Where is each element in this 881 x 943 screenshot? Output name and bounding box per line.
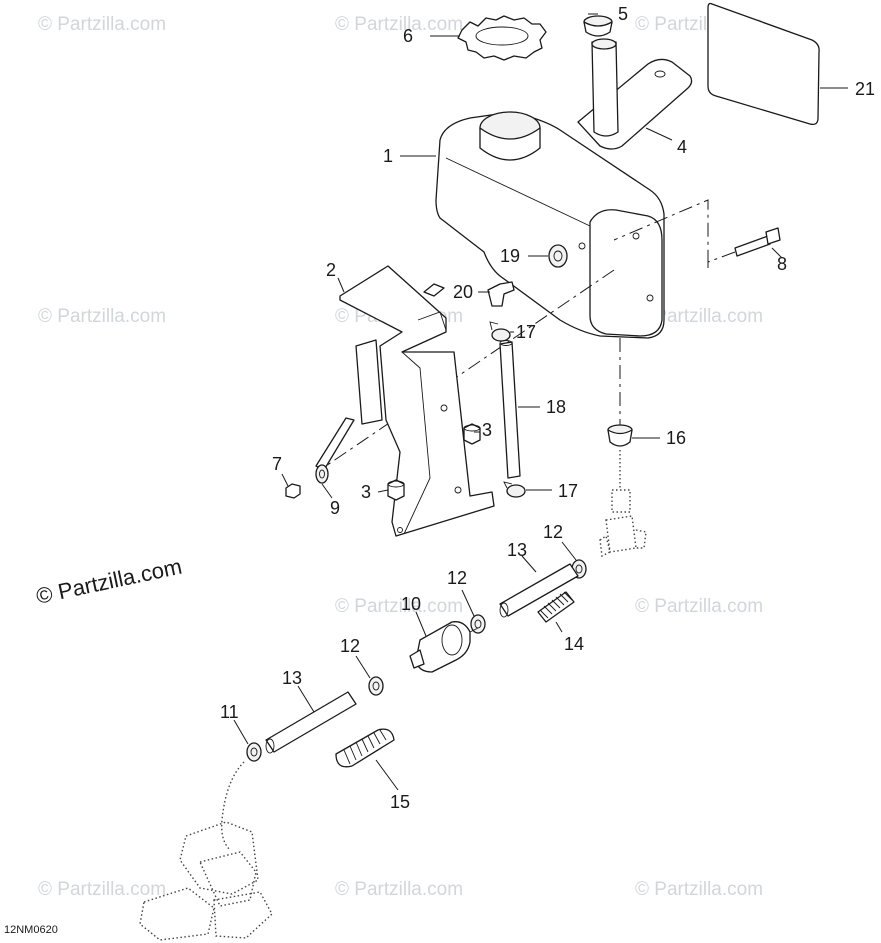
part-8-bolt[interactable] [734, 227, 781, 257]
part-3-nut[interactable] [387, 479, 405, 501]
watermark: © Partzilla.com [335, 596, 463, 617]
callout-15[interactable]: 15 [390, 792, 410, 812]
part-4-filler-neck[interactable] [577, 38, 693, 150]
part-13-hose[interactable] [265, 691, 357, 754]
part-16-grommet[interactable] [607, 424, 633, 447]
part-5-grommet[interactable] [583, 15, 613, 37]
part-3-nut[interactable] [463, 423, 481, 445]
watermark: © Partzilla.com [635, 879, 763, 900]
callout-3-upper[interactable]: 3 [482, 420, 492, 440]
callout-8[interactable]: 8 [777, 254, 787, 274]
callout-14[interactable]: 14 [564, 634, 584, 654]
callout-20[interactable]: 20 [453, 282, 473, 302]
part-13-hose[interactable] [499, 563, 579, 618]
callout-19[interactable]: 19 [500, 246, 520, 266]
part-19-grommet[interactable] [548, 244, 568, 268]
callout-18[interactable]: 18 [546, 397, 566, 417]
watermark: © Partzilla.com [635, 306, 763, 327]
part-15-spring[interactable] [335, 728, 395, 768]
watermark: © Partzilla.com [38, 14, 166, 35]
callout-11[interactable]: 11 [220, 702, 239, 722]
shutoff-valve-outline [599, 450, 647, 558]
watermark: © Partzilla.com [635, 596, 763, 617]
callout-5[interactable]: 5 [618, 4, 628, 24]
bolt-centerline [322, 199, 736, 469]
part-20-elbow[interactable] [487, 281, 515, 307]
part-18-hose[interactable] [499, 340, 521, 479]
callout-7[interactable]: 7 [272, 454, 282, 474]
part-2-bracket[interactable] [315, 265, 495, 537]
part-10-fuel-filter[interactable] [409, 621, 479, 673]
part-12-clamp[interactable] [368, 676, 384, 696]
drawing-code: 12NM0620 [4, 924, 58, 936]
watermark: © Partzilla.com [38, 306, 166, 327]
callout-2[interactable]: 2 [326, 260, 336, 280]
part-9-washer[interactable] [315, 464, 329, 484]
callout-21[interactable]: 21 [855, 79, 875, 99]
callout-12-left[interactable]: 12 [340, 636, 360, 656]
part-6-fuel-cap[interactable] [457, 15, 547, 61]
callout-16[interactable]: 16 [666, 428, 686, 448]
callout-13-upper[interactable]: 13 [507, 540, 527, 560]
callout-10[interactable]: 10 [401, 594, 421, 614]
callout-3-lower[interactable]: 3 [361, 482, 371, 502]
part-12-clamp[interactable] [470, 614, 486, 634]
callout-13-lower[interactable]: 13 [282, 668, 302, 688]
callout-9[interactable]: 9 [330, 498, 340, 518]
part-17-clamp[interactable] [489, 321, 511, 342]
part-1-fuel-tank[interactable] [435, 111, 665, 339]
callout-4[interactable]: 4 [677, 137, 687, 157]
callout-1[interactable]: 1 [383, 146, 393, 166]
callout-12-middle[interactable]: 12 [447, 568, 467, 588]
part-14-spring[interactable] [537, 591, 575, 623]
part-11-clamp[interactable] [246, 742, 262, 762]
watermark: © Partzilla.com [38, 879, 166, 900]
callout-12-right[interactable]: 12 [543, 522, 563, 542]
watermark: © Partzilla.com [335, 14, 463, 35]
part-17-clamp[interactable] [503, 481, 526, 498]
part-21-plate[interactable] [707, 2, 820, 126]
callouts: 5 6 21 4 1 8 19 2 20 17 18 3 16 7 3 17 9… [220, 4, 875, 812]
watermark: © Partzilla.com [335, 879, 463, 900]
watermark-layer: © Partzilla.com © Partzilla.com © Partzi… [38, 14, 763, 900]
part-7-nut[interactable] [285, 483, 301, 499]
callout-17-lower[interactable]: 17 [558, 481, 578, 501]
callout-17-upper[interactable]: 17 [516, 322, 536, 342]
carburetor-outline [139, 761, 273, 941]
callout-6[interactable]: 6 [403, 26, 413, 46]
copyright-text: © Partzilla.com [34, 554, 184, 609]
